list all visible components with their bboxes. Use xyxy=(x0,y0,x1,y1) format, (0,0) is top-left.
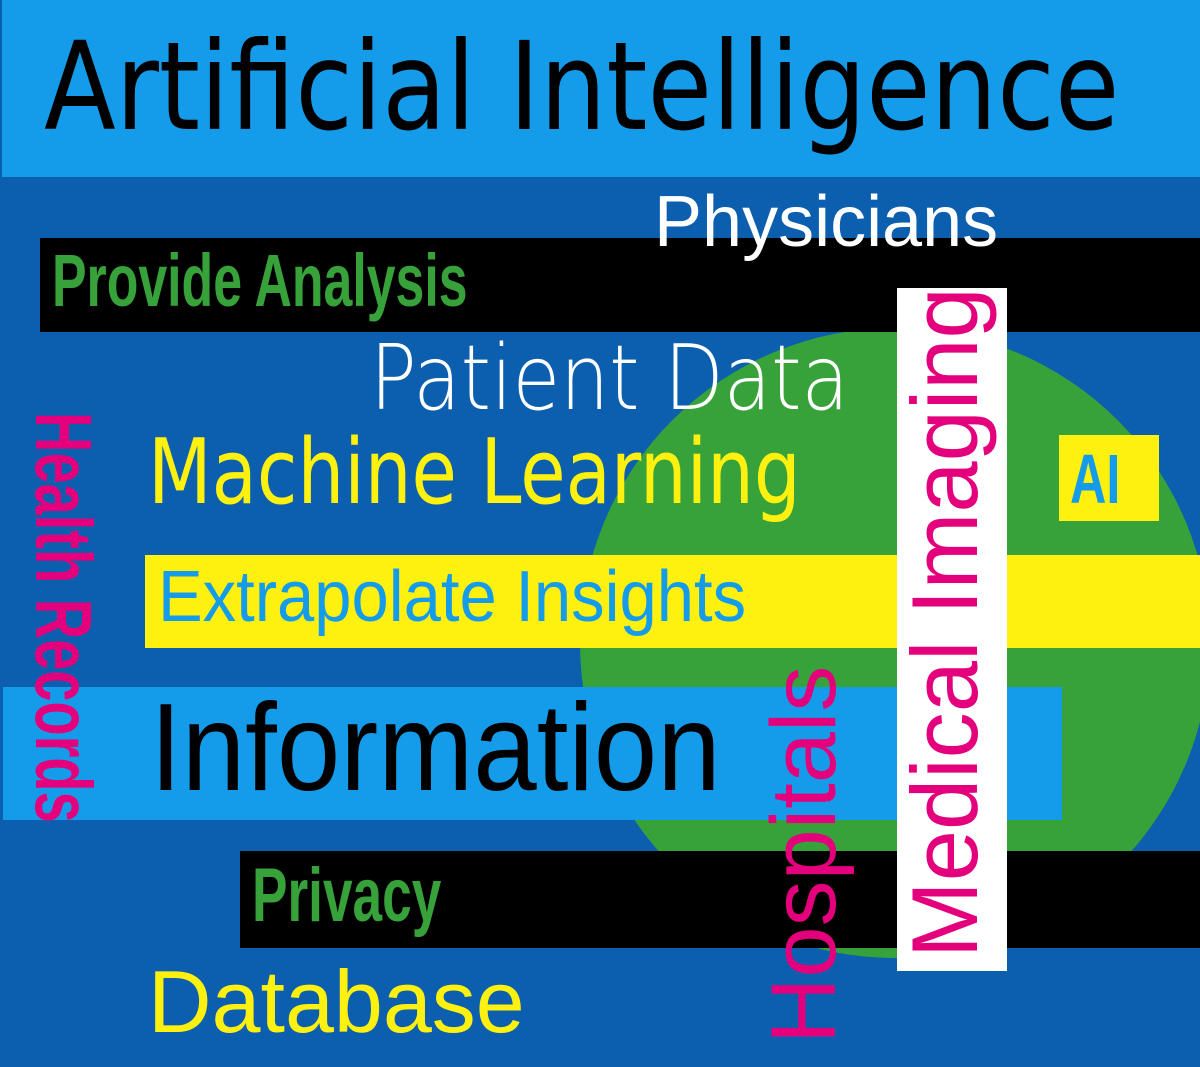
privacy-label: Privacy xyxy=(252,853,442,938)
medical-imaging-box xyxy=(897,288,1007,971)
physicians-label: Physicians xyxy=(654,182,999,262)
database-label: Database xyxy=(148,952,525,1051)
information-label: Information xyxy=(150,679,721,817)
ai-label: AI xyxy=(1070,440,1121,518)
provide-analysis-label: Provide Analysis xyxy=(52,239,468,322)
medical-imaging-label: Medical Imaging xyxy=(892,287,997,959)
page-title: Artificial Intelligence xyxy=(44,16,1120,158)
title-banner xyxy=(2,0,1200,177)
health-records-label: Health Records xyxy=(19,412,108,823)
extrapolate-insights-label: Extrapolate Insights xyxy=(158,557,747,637)
machine-learning-label: Machine Learning xyxy=(148,420,801,525)
patient-data-label: Patient Data xyxy=(370,326,849,431)
hospitals-label: Hospitals xyxy=(753,665,855,1044)
ai-box xyxy=(1059,435,1159,521)
privacy-bar xyxy=(240,851,1200,948)
information-bar xyxy=(3,687,1062,820)
extrapolate-insights-bar xyxy=(145,555,1200,648)
